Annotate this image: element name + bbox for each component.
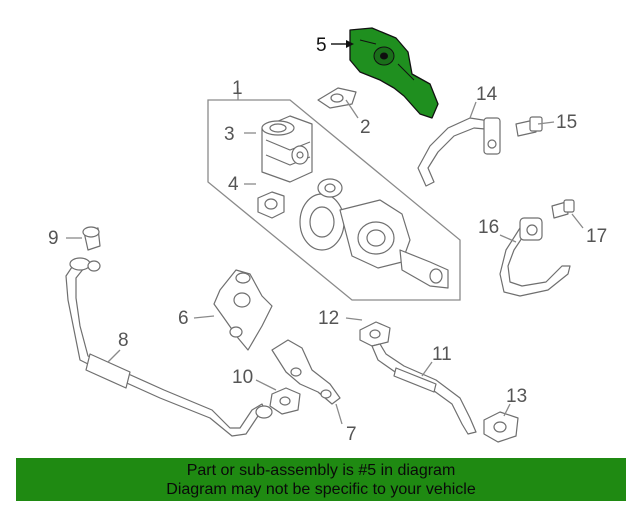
callout-3: 3 [224, 124, 235, 145]
turbocharger[interactable] [299, 178, 449, 289]
callout-16: 16 [478, 217, 499, 238]
banner-line-2: Diagram may not be specific to your vehi… [166, 481, 476, 498]
leader-lines [66, 99, 584, 425]
part-12-gasket[interactable] [359, 321, 391, 347]
callout-6: 6 [178, 308, 189, 329]
part-6-bracket[interactable] [213, 269, 273, 351]
assembly-1-outline [207, 88, 461, 301]
callout-14: 14 [476, 84, 498, 105]
part-13-flange[interactable] [483, 411, 519, 443]
part-16-oil-pipe[interactable] [499, 217, 571, 297]
callouts: 1 2 3 4 5 6 7 8 9 10 11 12 13 14 15 16 1… [48, 35, 607, 445]
callout-5: 5 [316, 35, 327, 56]
part-3-actuator[interactable] [261, 115, 313, 183]
callout-17: 17 [586, 226, 607, 247]
callout-2: 2 [360, 117, 371, 138]
part-info-banner: Part or sub-assembly is #5 in diagram Di… [16, 458, 626, 501]
leader-5 [331, 40, 354, 48]
callout-9: 9 [48, 228, 59, 249]
part-15-bolt[interactable] [515, 116, 543, 137]
callout-13: 13 [506, 386, 527, 407]
part-17-bolt[interactable] [551, 199, 575, 219]
part-7-bracket[interactable] [271, 339, 341, 405]
exploded-parts-diagram: 1 2 3 4 5 6 7 8 9 10 11 12 13 14 15 16 1… [48, 27, 607, 445]
banner-line-1: Part or sub-assembly is #5 in diagram [186, 462, 456, 479]
part-2-gasket[interactable] [317, 87, 357, 109]
part-5-heat-shield[interactable] [349, 27, 439, 119]
callout-11: 11 [432, 344, 452, 365]
callout-10: 10 [232, 367, 253, 388]
part-10-gasket[interactable] [269, 387, 301, 415]
callout-8: 8 [118, 330, 129, 351]
callout-7: 7 [346, 424, 357, 445]
callout-4: 4 [228, 174, 239, 195]
callout-1: 1 [232, 78, 243, 99]
part-8-return-line[interactable] [65, 257, 273, 437]
callout-12: 12 [318, 308, 339, 329]
part-14-coolant-pipe[interactable] [417, 117, 501, 187]
callout-15: 15 [556, 112, 577, 133]
part-11-feed-line[interactable] [371, 343, 477, 435]
part-9-plug[interactable] [82, 226, 101, 251]
part-4-fitting[interactable] [257, 191, 285, 219]
